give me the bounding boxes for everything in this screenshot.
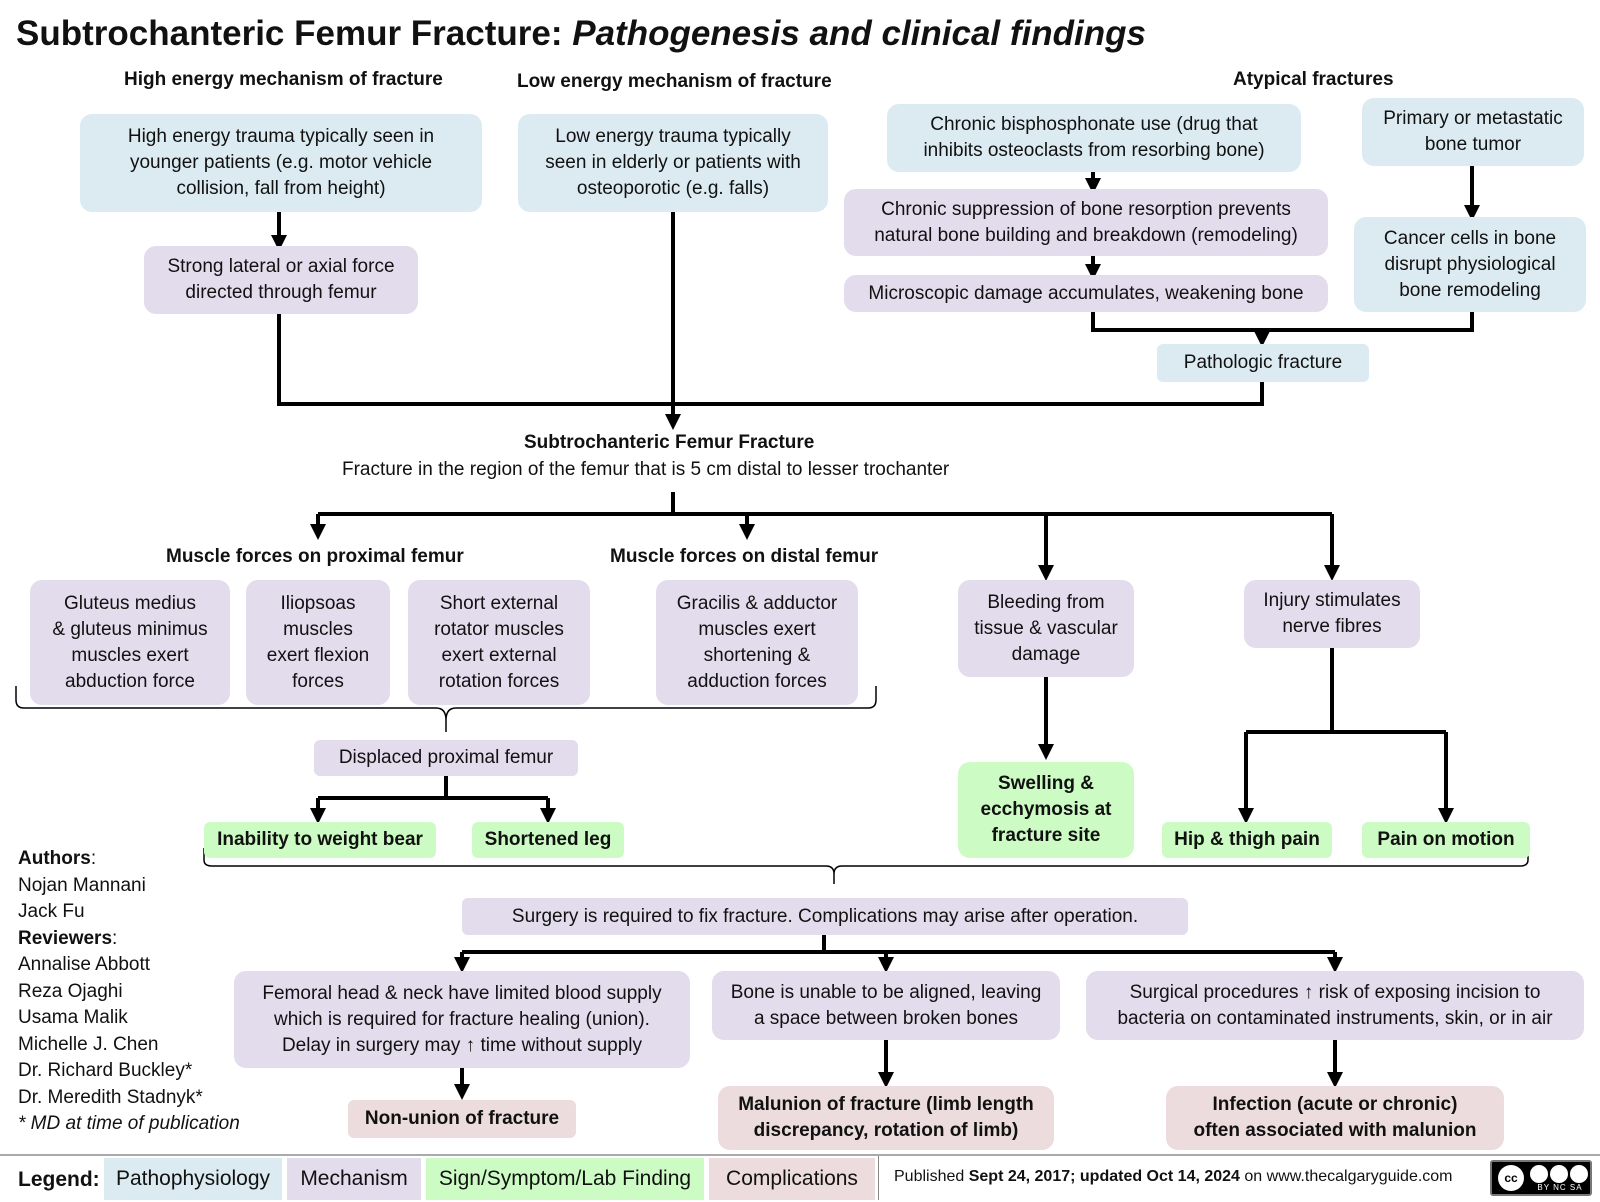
published-prefix: Published [894, 1168, 969, 1185]
node-suppression: Chronic suppression of bone resorption p… [844, 189, 1328, 256]
title-main: Subtrochanteric Femur Fracture: [16, 14, 563, 53]
node-surgical-risk: Surgical procedures ↑ risk of exposing i… [1086, 971, 1584, 1040]
authors-label: Authors [18, 848, 91, 869]
header-high-energy: High energy mechanism of fracture [124, 69, 443, 90]
node-displaced-femur: Displaced proximal femur [314, 740, 578, 776]
published-dates: Sept 24, 2017; updated Oct 14, 2024 [968, 1168, 1240, 1185]
reviewer-name: Dr. Richard Buckley* [18, 1060, 193, 1081]
finding-inability-weight-bear: Inability to weight bear [204, 822, 436, 858]
finding-swelling: Swelling & ecchymosis at fracture site [958, 762, 1134, 858]
legend-mechanism: Mechanism [287, 1158, 421, 1200]
author-name: Nojan Mannani [18, 874, 146, 896]
legend-complications: Complications [709, 1158, 875, 1200]
legend-divider [878, 1156, 879, 1200]
author-name: Jack Fu [18, 901, 85, 922]
credits-note: * MD at time of publication [18, 1113, 240, 1134]
node-high-trauma: High energy trauma typically seen in you… [80, 114, 482, 212]
finding-shortened-leg: Shortened leg [472, 822, 624, 858]
published-info: Published Sept 24, 2017; updated Oct 14,… [894, 1168, 1453, 1186]
legend-label: Legend: [18, 1168, 100, 1191]
reviewer-name: Michelle J. Chen [18, 1033, 159, 1055]
node-bone-alignment: Bone is unable to be aligned, leaving a … [712, 971, 1060, 1040]
center-description: Fracture in the region of the femur that… [342, 459, 950, 480]
complication-malunion: Malunion of fracture (limb length discre… [718, 1086, 1054, 1150]
published-suffix: on www.thecalgaryguide.com [1239, 1168, 1453, 1185]
node-pathologic-fracture: Pathologic fracture [1157, 344, 1369, 382]
header-proximal-forces: Muscle forces on proximal femur [166, 546, 464, 567]
header-low-energy: Low energy mechanism of fracture [517, 71, 832, 92]
finding-hip-thigh-pain: Hip & thigh pain [1162, 822, 1332, 858]
node-bisphosphonate: Chronic bisphosphonate use (drug that in… [887, 104, 1301, 172]
node-surgery: Surgery is required to fix fracture. Com… [462, 898, 1188, 935]
node-low-trauma: Low energy trauma typically seen in elde… [518, 114, 828, 212]
node-gluteus: Gluteus medius & gluteus minimus muscles… [30, 580, 230, 705]
complication-infection: Infection (acute or chronic) often assoc… [1166, 1086, 1504, 1150]
legend-pathophysiology: Pathophysiology [104, 1158, 282, 1200]
node-nerve: Injury stimulates nerve fibres [1244, 580, 1420, 648]
header-distal-forces: Muscle forces on distal femur [610, 546, 879, 567]
reviewer-name: Annalise Abbott [18, 954, 151, 975]
node-short-external: Short external rotator muscles exert ext… [408, 580, 590, 705]
node-femoral-head: Femoral head & neck have limited blood s… [234, 971, 690, 1068]
node-bone-tumor: Primary or metastatic bone tumor [1362, 98, 1584, 166]
reviewer-name: Usama Malik [18, 1007, 128, 1028]
complication-nonunion: Non-union of fracture [348, 1100, 576, 1138]
nc-icon [1550, 1165, 1568, 1183]
node-cancer-cells: Cancer cells in bone disrupt physiologic… [1354, 217, 1586, 312]
node-strong-force: Strong lateral or axial force directed t… [144, 246, 418, 314]
header-atypical: Atypical fractures [1233, 69, 1394, 90]
node-microscopic: Microscopic damage accumulates, weakenin… [844, 275, 1328, 312]
title-sub: Pathogenesis and clinical findings [572, 14, 1146, 53]
reviewers-label: Reviewers [18, 927, 113, 949]
reviewer-name: Reza Ojaghi [18, 980, 123, 1002]
node-gracilis: Gracilis & adductor muscles exert shorte… [656, 580, 858, 705]
node-bleeding: Bleeding from tissue & vascular damage [958, 580, 1134, 677]
finding-pain-on-motion: Pain on motion [1362, 822, 1530, 858]
credits: Authors: Nojan Mannani Jack Fu Reviewers… [18, 848, 240, 1134]
center-title: Subtrochanteric Femur Fracture [524, 432, 815, 453]
reviewer-name: Dr. Meredith Stadnyk* [18, 1086, 203, 1108]
page-title: Subtrochanteric Femur Fracture: Pathogen… [16, 14, 1146, 54]
node-iliopsoas: Iliopsoas muscles exert flexion forces [246, 580, 390, 705]
by-icon [1530, 1165, 1548, 1183]
legend-sign-symptom: Sign/Symptom/Lab Finding [426, 1158, 704, 1200]
license-text: BY NC SA [1537, 1183, 1583, 1192]
license-badge-icon: cc BY NC SA [1490, 1160, 1592, 1196]
sa-icon [1570, 1165, 1588, 1183]
cc-icon: cc [1498, 1165, 1524, 1191]
